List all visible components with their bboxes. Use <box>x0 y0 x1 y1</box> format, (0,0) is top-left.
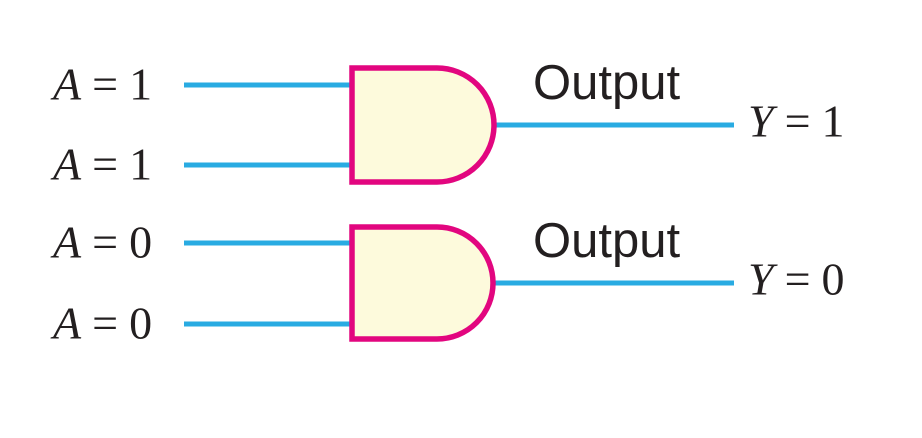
gate1-output-caption: Output <box>533 55 681 110</box>
output-value: 1 <box>821 95 845 147</box>
input-value: 1 <box>129 58 153 110</box>
input-value: 0 <box>129 216 153 268</box>
and-gate-1 <box>349 65 497 185</box>
input-value: 0 <box>129 297 153 349</box>
equals-sign: = <box>784 95 811 147</box>
gate2-input2-label: A=0 <box>53 297 153 350</box>
output-variable: Y <box>748 95 774 147</box>
equals-sign: = <box>784 253 811 305</box>
input-variable: A <box>53 58 82 110</box>
equals-sign: = <box>92 297 119 349</box>
input-variable: A <box>53 138 82 190</box>
gate2-output-label: Y=0 <box>748 253 845 306</box>
gate2-input1-label: A=0 <box>53 216 153 269</box>
gate1-output-label: Y=1 <box>748 95 845 148</box>
and-gate-2 <box>349 224 496 342</box>
input-variable: A <box>53 297 82 349</box>
equals-sign: = <box>92 58 119 110</box>
gate2-output-caption: Output <box>533 213 681 268</box>
equals-sign: = <box>92 138 119 190</box>
input-value: 1 <box>129 138 153 190</box>
output-value: 0 <box>821 253 845 305</box>
gate1-input1-label: A=1 <box>53 58 153 111</box>
equals-sign: = <box>92 216 119 268</box>
gate1-input2-label: A=1 <box>53 138 153 191</box>
output-variable: Y <box>748 253 774 305</box>
input-variable: A <box>53 216 82 268</box>
